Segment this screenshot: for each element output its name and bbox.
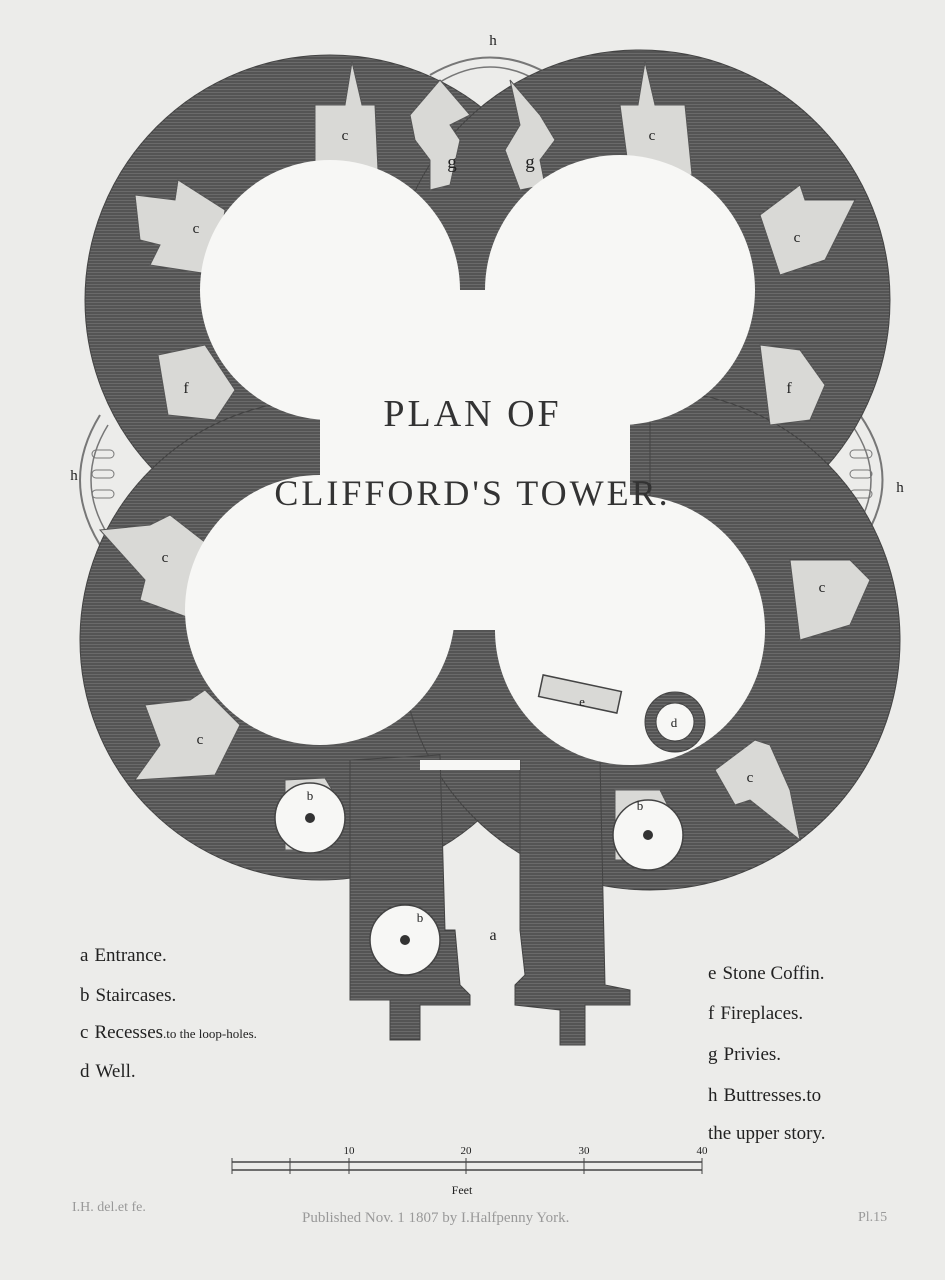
scale-tick-10: 10 bbox=[344, 1145, 356, 1157]
staircase-right bbox=[612, 789, 684, 871]
label-d: d bbox=[671, 715, 678, 730]
plan-labels: h h h c c c c c c c c f f g g b b b a e … bbox=[70, 33, 904, 944]
legend-b-key: b bbox=[80, 985, 90, 1006]
legend-g-text: Privies. bbox=[723, 1044, 782, 1065]
legend-a-text: Entrance. bbox=[94, 945, 167, 966]
label-b-3: b bbox=[417, 910, 424, 925]
label-c-2: c bbox=[649, 128, 656, 144]
label-b-2: b bbox=[637, 798, 644, 813]
label-c-7: c bbox=[197, 732, 204, 748]
stone-coffin bbox=[537, 674, 623, 714]
label-h-right: h bbox=[896, 480, 904, 496]
label-c-4: c bbox=[794, 230, 801, 246]
legend-c-key: c bbox=[80, 1022, 89, 1043]
staircase-entrance bbox=[369, 904, 441, 976]
legend-h-continued: the upper story. bbox=[708, 1124, 826, 1143]
scale-tick-40: 40 bbox=[697, 1145, 709, 1157]
label-c-5: c bbox=[162, 550, 169, 566]
legend-f-key: f bbox=[708, 1003, 715, 1024]
legend-d-text: Well. bbox=[95, 1061, 136, 1082]
scale-unit: Feet bbox=[452, 1183, 473, 1197]
plan-title-line1: PLAN OF bbox=[383, 393, 562, 435]
legend-f-text: Fireplaces. bbox=[720, 1003, 804, 1024]
buttress-left bbox=[79, 414, 115, 546]
label-a: a bbox=[489, 927, 496, 944]
label-c-6: c bbox=[819, 580, 826, 596]
legend-g-key: g bbox=[708, 1044, 718, 1065]
staircase-left bbox=[274, 777, 346, 854]
label-f-1: f bbox=[183, 380, 189, 397]
label-c-3: c bbox=[193, 221, 200, 237]
label-h-top: h bbox=[489, 33, 497, 49]
tower-interior bbox=[185, 155, 765, 770]
legend-h-continued-text: the upper story. bbox=[708, 1123, 826, 1144]
label-c-8: c bbox=[747, 770, 754, 786]
plan-title-line2: CLIFFORD'S TOWER. bbox=[274, 473, 671, 513]
label-f-2: f bbox=[786, 380, 792, 397]
scale-bar: 10 20 30 40 Feet bbox=[231, 1145, 709, 1197]
legend-a-key: a bbox=[80, 945, 89, 966]
scale-tick-30: 30 bbox=[579, 1145, 591, 1157]
scale-tick-20: 20 bbox=[461, 1145, 473, 1157]
label-g-1: g bbox=[447, 152, 457, 173]
legend-c-text: Recesses bbox=[94, 1022, 164, 1043]
well bbox=[644, 691, 706, 753]
label-h-left: h bbox=[70, 468, 78, 484]
legend-c-note: .to the loop-holes. bbox=[163, 1026, 257, 1041]
label-c-1: c bbox=[342, 128, 349, 144]
legend-d-key: d bbox=[80, 1061, 90, 1082]
recesses bbox=[98, 61, 871, 842]
label-e: e bbox=[579, 694, 585, 709]
publisher-line: Published Nov. 1 1807 by I.Halfpenny Yor… bbox=[302, 1210, 570, 1226]
legend-e-key: e bbox=[708, 963, 717, 984]
legend-b-text: Staircases. bbox=[95, 985, 177, 1006]
label-g-2: g bbox=[525, 152, 535, 173]
legend-h-key: h bbox=[708, 1085, 718, 1106]
legend-e-text: Stone Coffin. bbox=[722, 963, 825, 984]
engraver-credit: I.H. del.et fe. bbox=[72, 1200, 146, 1215]
legend-h-text: Buttresses.to bbox=[723, 1085, 822, 1106]
label-b-1: b bbox=[307, 788, 314, 803]
plate-number: Pl.15 bbox=[858, 1210, 888, 1225]
entrance-walls bbox=[349, 754, 631, 1046]
